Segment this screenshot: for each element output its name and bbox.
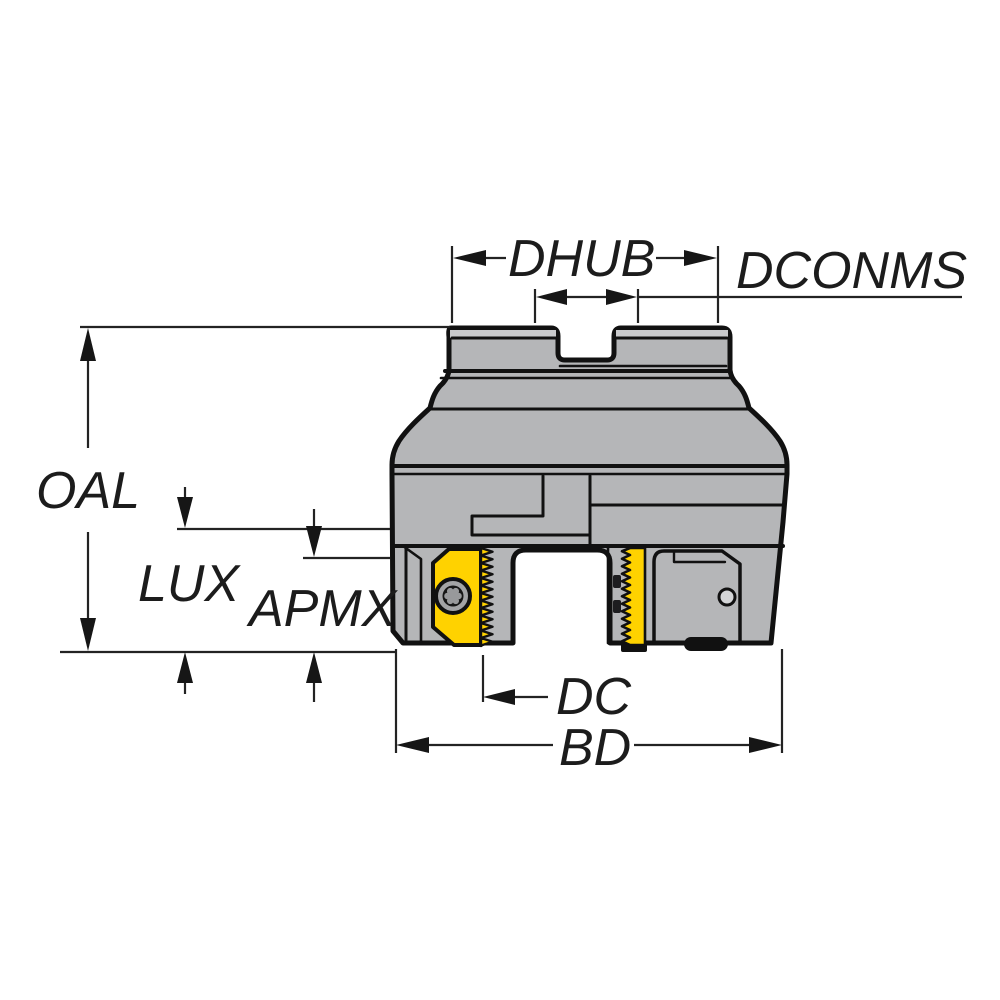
tool-body bbox=[389, 325, 790, 651]
dimension-bd: BD bbox=[394, 649, 784, 777]
dimension-dhub: DHUB bbox=[450, 230, 720, 323]
pocket-shadow-marks bbox=[613, 575, 621, 613]
bottom-chamfer-shadow bbox=[684, 637, 728, 651]
oal-label: OAL bbox=[36, 462, 140, 520]
torx-screw-icon bbox=[434, 577, 472, 615]
dimension-dc: DC bbox=[481, 655, 632, 726]
dimension-dconms: DCONMS bbox=[533, 242, 967, 323]
dimension-apmx: APMX bbox=[246, 509, 399, 702]
body-internal-lines bbox=[390, 336, 789, 645]
bd-label: BD bbox=[559, 719, 631, 777]
dc-label: DC bbox=[556, 668, 632, 726]
lux-label: LUX bbox=[138, 555, 241, 613]
clamp-hole bbox=[717, 587, 737, 607]
insert-right-body bbox=[620, 546, 647, 647]
dimension-oal: OAL bbox=[36, 325, 450, 654]
dhub-label: DHUB bbox=[508, 230, 655, 288]
apmx-label: APMX bbox=[246, 580, 399, 638]
insert-left-serration bbox=[479, 546, 494, 648]
dconms-label: DCONMS bbox=[736, 242, 967, 300]
insert-left bbox=[431, 546, 494, 648]
hub-top-highlight bbox=[450, 330, 728, 338]
cartridge-block bbox=[652, 549, 742, 651]
dimension-lux: LUX bbox=[138, 487, 390, 694]
insert-right bbox=[620, 546, 647, 652]
